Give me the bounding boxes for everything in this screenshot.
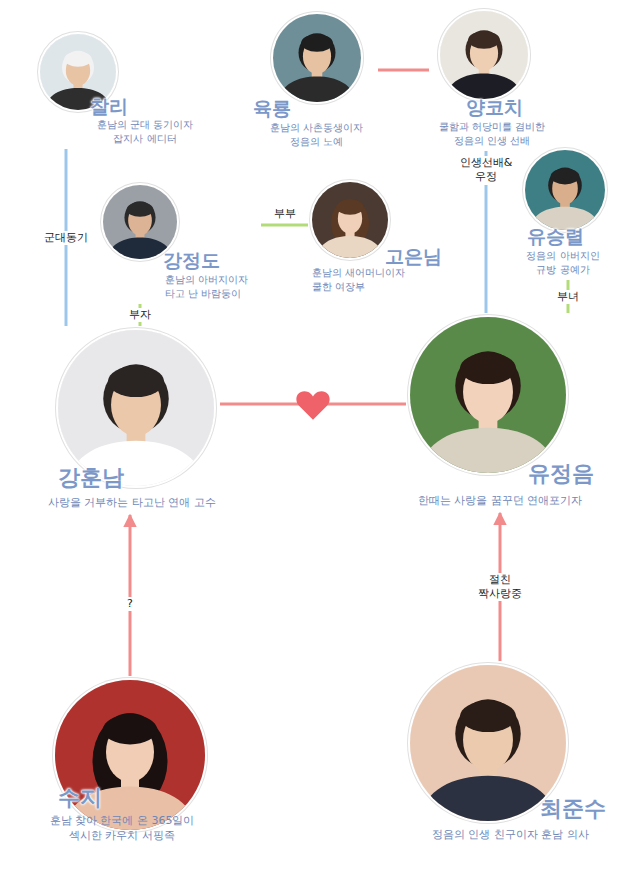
portrait xyxy=(312,182,388,258)
heart-symbol xyxy=(295,389,331,421)
portrait-fringe xyxy=(103,715,157,745)
portrait xyxy=(273,14,361,102)
relation-line xyxy=(261,224,308,227)
character-name: 수지 xyxy=(58,786,102,810)
portrait-circle xyxy=(58,330,214,486)
portrait-body xyxy=(317,236,384,258)
character-description: 훈남의 새어머니이자 쿨한 여장부 xyxy=(312,266,414,293)
portrait-fringe xyxy=(64,51,91,66)
character-name: 찰리 xyxy=(90,96,128,117)
character-description: 정음의 아버지인 규방 공예가 xyxy=(521,249,605,276)
character-node: 최준수정음의 인생 친구이자 훈남 의사 xyxy=(406,661,610,847)
portrait xyxy=(103,185,177,259)
portrait-fringe xyxy=(551,168,580,184)
character-node: 양코치쿨함과 허당미를 겸비한 정음의 인생 선배 xyxy=(429,7,555,151)
portrait-ground xyxy=(55,680,205,830)
portrait-ground xyxy=(440,11,528,99)
portrait-circle xyxy=(410,317,566,473)
portrait-fringe xyxy=(108,366,164,397)
relation-line xyxy=(485,151,488,313)
portrait-body xyxy=(445,73,522,99)
character-name: 강훈남 xyxy=(58,466,124,490)
character-description: 쿨함과 허당미를 겸비한 정음의 인생 선배 xyxy=(433,120,551,147)
relation-label: 부자 xyxy=(127,308,153,322)
character-name: 양코치 xyxy=(466,97,523,118)
relation-line xyxy=(65,149,68,326)
character-node: 유승렬정음의 아버지인 규방 공예가 xyxy=(517,146,609,280)
portrait-fringe xyxy=(460,701,516,732)
character-name: 육룡 xyxy=(253,98,291,119)
character-name: 최준수 xyxy=(540,797,606,821)
portrait-ground xyxy=(273,14,361,102)
portrait-ground xyxy=(525,150,605,230)
character-description: 정음의 인생 친구이자 훈남 의사 xyxy=(432,828,589,843)
relation-label: 인생선배& 우정 xyxy=(455,156,517,185)
portrait-fringe xyxy=(127,202,154,217)
character-node: 유정음한때는 사랑을 꿈꾸던 연애포기자 xyxy=(406,313,598,513)
character-description: 훈남의 아버지이자 타고 난 바람둥이 xyxy=(165,273,257,300)
relation-label: 부부 xyxy=(272,207,298,221)
portrait xyxy=(58,330,214,486)
portrait-fringe xyxy=(301,34,333,52)
portrait-circle xyxy=(273,14,361,102)
character-node: 육룡훈남의 사촌동생이자 정음의 노예 xyxy=(249,10,378,152)
portrait-fringe xyxy=(336,199,363,214)
character-node: 수지훈남 찾아 한국에 온 365일이 섹시한 카우치 서핑족 xyxy=(38,676,209,848)
relation-line xyxy=(567,280,570,313)
portrait-circle xyxy=(440,11,528,99)
heart-shape xyxy=(296,391,329,420)
portrait-circle xyxy=(312,182,388,258)
portrait-circle xyxy=(525,150,605,230)
character-node: 고은님훈남의 새어머니이자 쿨한 여장부 xyxy=(308,178,446,297)
character-node: 찰리훈남의 군대 동기이자 잡지사 에디터 xyxy=(36,30,204,149)
portrait-ground xyxy=(312,182,388,258)
relation-line xyxy=(129,515,132,676)
character-node: 강정도훈남의 아버지이자 타고 난 바람둥이 xyxy=(99,181,261,304)
character-description: 사랑을 거부하는 타고난 연애 고수 xyxy=(48,496,216,511)
portrait xyxy=(525,150,605,230)
portrait xyxy=(440,11,528,99)
character-name: 유승렬 xyxy=(527,226,584,247)
portrait-body xyxy=(107,238,172,259)
relation-label: 부녀 xyxy=(555,290,581,304)
character-description: 훈남의 군대 동기이자 잡지사 에디터 xyxy=(90,118,200,145)
character-description: 훈남 찾아 한국에 온 365일이 섹시한 카우치 서핑족 xyxy=(42,814,202,844)
character-name: 고은님 xyxy=(385,246,442,267)
relation-label: 군대동기 xyxy=(42,231,90,245)
character-name: 강정도 xyxy=(163,250,220,271)
character-description: 훈남의 사촌동생이자 정음의 노예 xyxy=(259,121,374,148)
character-description: 한때는 사랑을 꿈꾸던 연애포기자 xyxy=(418,494,583,509)
portrait-circle xyxy=(103,185,177,259)
portrait-fringe xyxy=(468,31,500,49)
portrait-ground xyxy=(410,317,566,473)
portrait xyxy=(410,317,566,473)
portrait-ground xyxy=(58,330,214,486)
relation-line xyxy=(139,304,142,326)
portrait-body xyxy=(419,776,556,821)
relation-line xyxy=(499,513,502,661)
portrait-fringe xyxy=(460,353,516,384)
relation-label: ? xyxy=(125,597,135,611)
relation-line xyxy=(378,69,429,72)
relation-label: 절친 짝사랑중 xyxy=(472,573,528,602)
character-name: 유정음 xyxy=(528,462,594,486)
portrait-ground xyxy=(103,185,177,259)
character-node: 강훈남사랑을 거부하는 타고난 연애 고수 xyxy=(44,326,220,515)
